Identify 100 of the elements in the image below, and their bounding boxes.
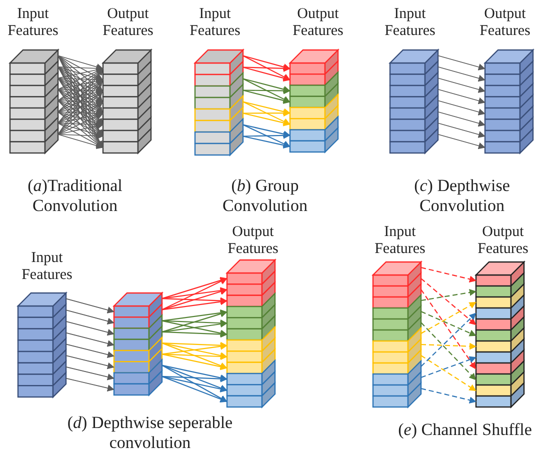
arrow [162,342,228,359]
feature-cube [226,381,276,408]
arrow [242,124,290,148]
arrow [66,298,114,314]
dashed-arrow [420,311,476,336]
arrow [58,64,104,72]
arrow [162,376,228,392]
dashed-arrow [420,289,476,370]
feature-cube [226,280,276,308]
arrow [58,55,104,114]
arrow [58,134,104,150]
arrow [162,288,228,310]
arrow [242,90,290,104]
feature-cube [289,70,339,98]
arrow [162,364,228,402]
arrow [438,134,486,150]
arrow [66,310,114,325]
feature-cube [17,371,67,398]
arrow [242,112,290,126]
arrow [66,378,114,392]
arrow [58,55,104,80]
arrow [58,55,104,92]
feature-cube [113,358,163,386]
arrow [66,344,114,358]
feature-label: Input Features [384,6,436,40]
arrow [162,287,228,300]
arrow [162,375,228,382]
arrow [438,66,486,82]
arrow [162,320,228,327]
arrow [58,132,104,140]
arrow [58,66,104,82]
arrow [162,354,228,370]
feature-cube [194,129,244,156]
arrow [162,364,228,382]
arrow [162,309,228,322]
dashed-arrow [420,278,476,326]
feature-cube [226,348,276,375]
arrow [162,353,228,360]
arrow [242,78,290,93]
dashed-arrow [420,355,476,392]
arrow [162,376,228,403]
arrow [162,342,228,370]
dashed-arrow [420,356,476,378]
feature-label: Output Features [102,6,154,40]
feature-cube [289,115,339,142]
arrow [438,55,486,70]
arrow [242,64,290,72]
arrow [58,111,104,148]
arrow [242,66,290,82]
panel-caption: (b) Group Convolution [221,176,308,217]
feature-cube [475,382,525,408]
arrow [162,278,228,310]
arrow [438,122,486,138]
arrow [162,320,228,337]
arrow [58,122,104,138]
arrow [162,310,228,332]
arrow [58,55,104,104]
feature-label: Output Features [476,224,530,258]
arrow [66,366,114,380]
dashed-arrow [420,342,476,350]
feature-label: Input Features [374,224,426,258]
arrow [438,88,486,104]
arrow [242,124,290,138]
feature-cube [226,314,276,342]
arrow [162,330,228,338]
arrow [438,111,486,127]
feature-cube [113,314,163,341]
feature-cube [102,127,152,154]
arrow [242,136,290,149]
feature-cube [9,127,59,154]
dashed-arrow [420,388,476,404]
arrow [242,101,290,116]
arrow [66,332,114,347]
arrow [438,100,486,116]
feature-cube [113,369,163,396]
arrow [162,364,228,392]
feature-cube [389,127,439,154]
feature-cube [484,127,534,154]
panel-caption: (c) Depthwise Convolution [413,176,511,217]
arrow [66,321,114,336]
dashed-arrow [420,302,476,334]
arrow [242,55,290,70]
arrow [162,342,228,349]
arrow [58,122,104,135]
feature-label: Input Features [188,6,242,40]
dashed-arrow [420,312,476,367]
feature-label: Output Features [226,224,280,258]
arrow [242,132,290,139]
arrow [243,87,290,94]
arrow [162,297,228,304]
arrow [162,320,228,332]
dashed-arrow [420,289,476,302]
arrow [438,78,486,93]
feature-cube [289,126,339,154]
feature-label: Output Features [292,6,344,40]
dashed-arrow [420,266,476,282]
panel-caption: (d) Depthwise seperable convolution [66,413,234,454]
feature-label: Output Features [478,6,532,40]
arrow [58,100,104,148]
feature-label: Input Features [6,6,60,40]
